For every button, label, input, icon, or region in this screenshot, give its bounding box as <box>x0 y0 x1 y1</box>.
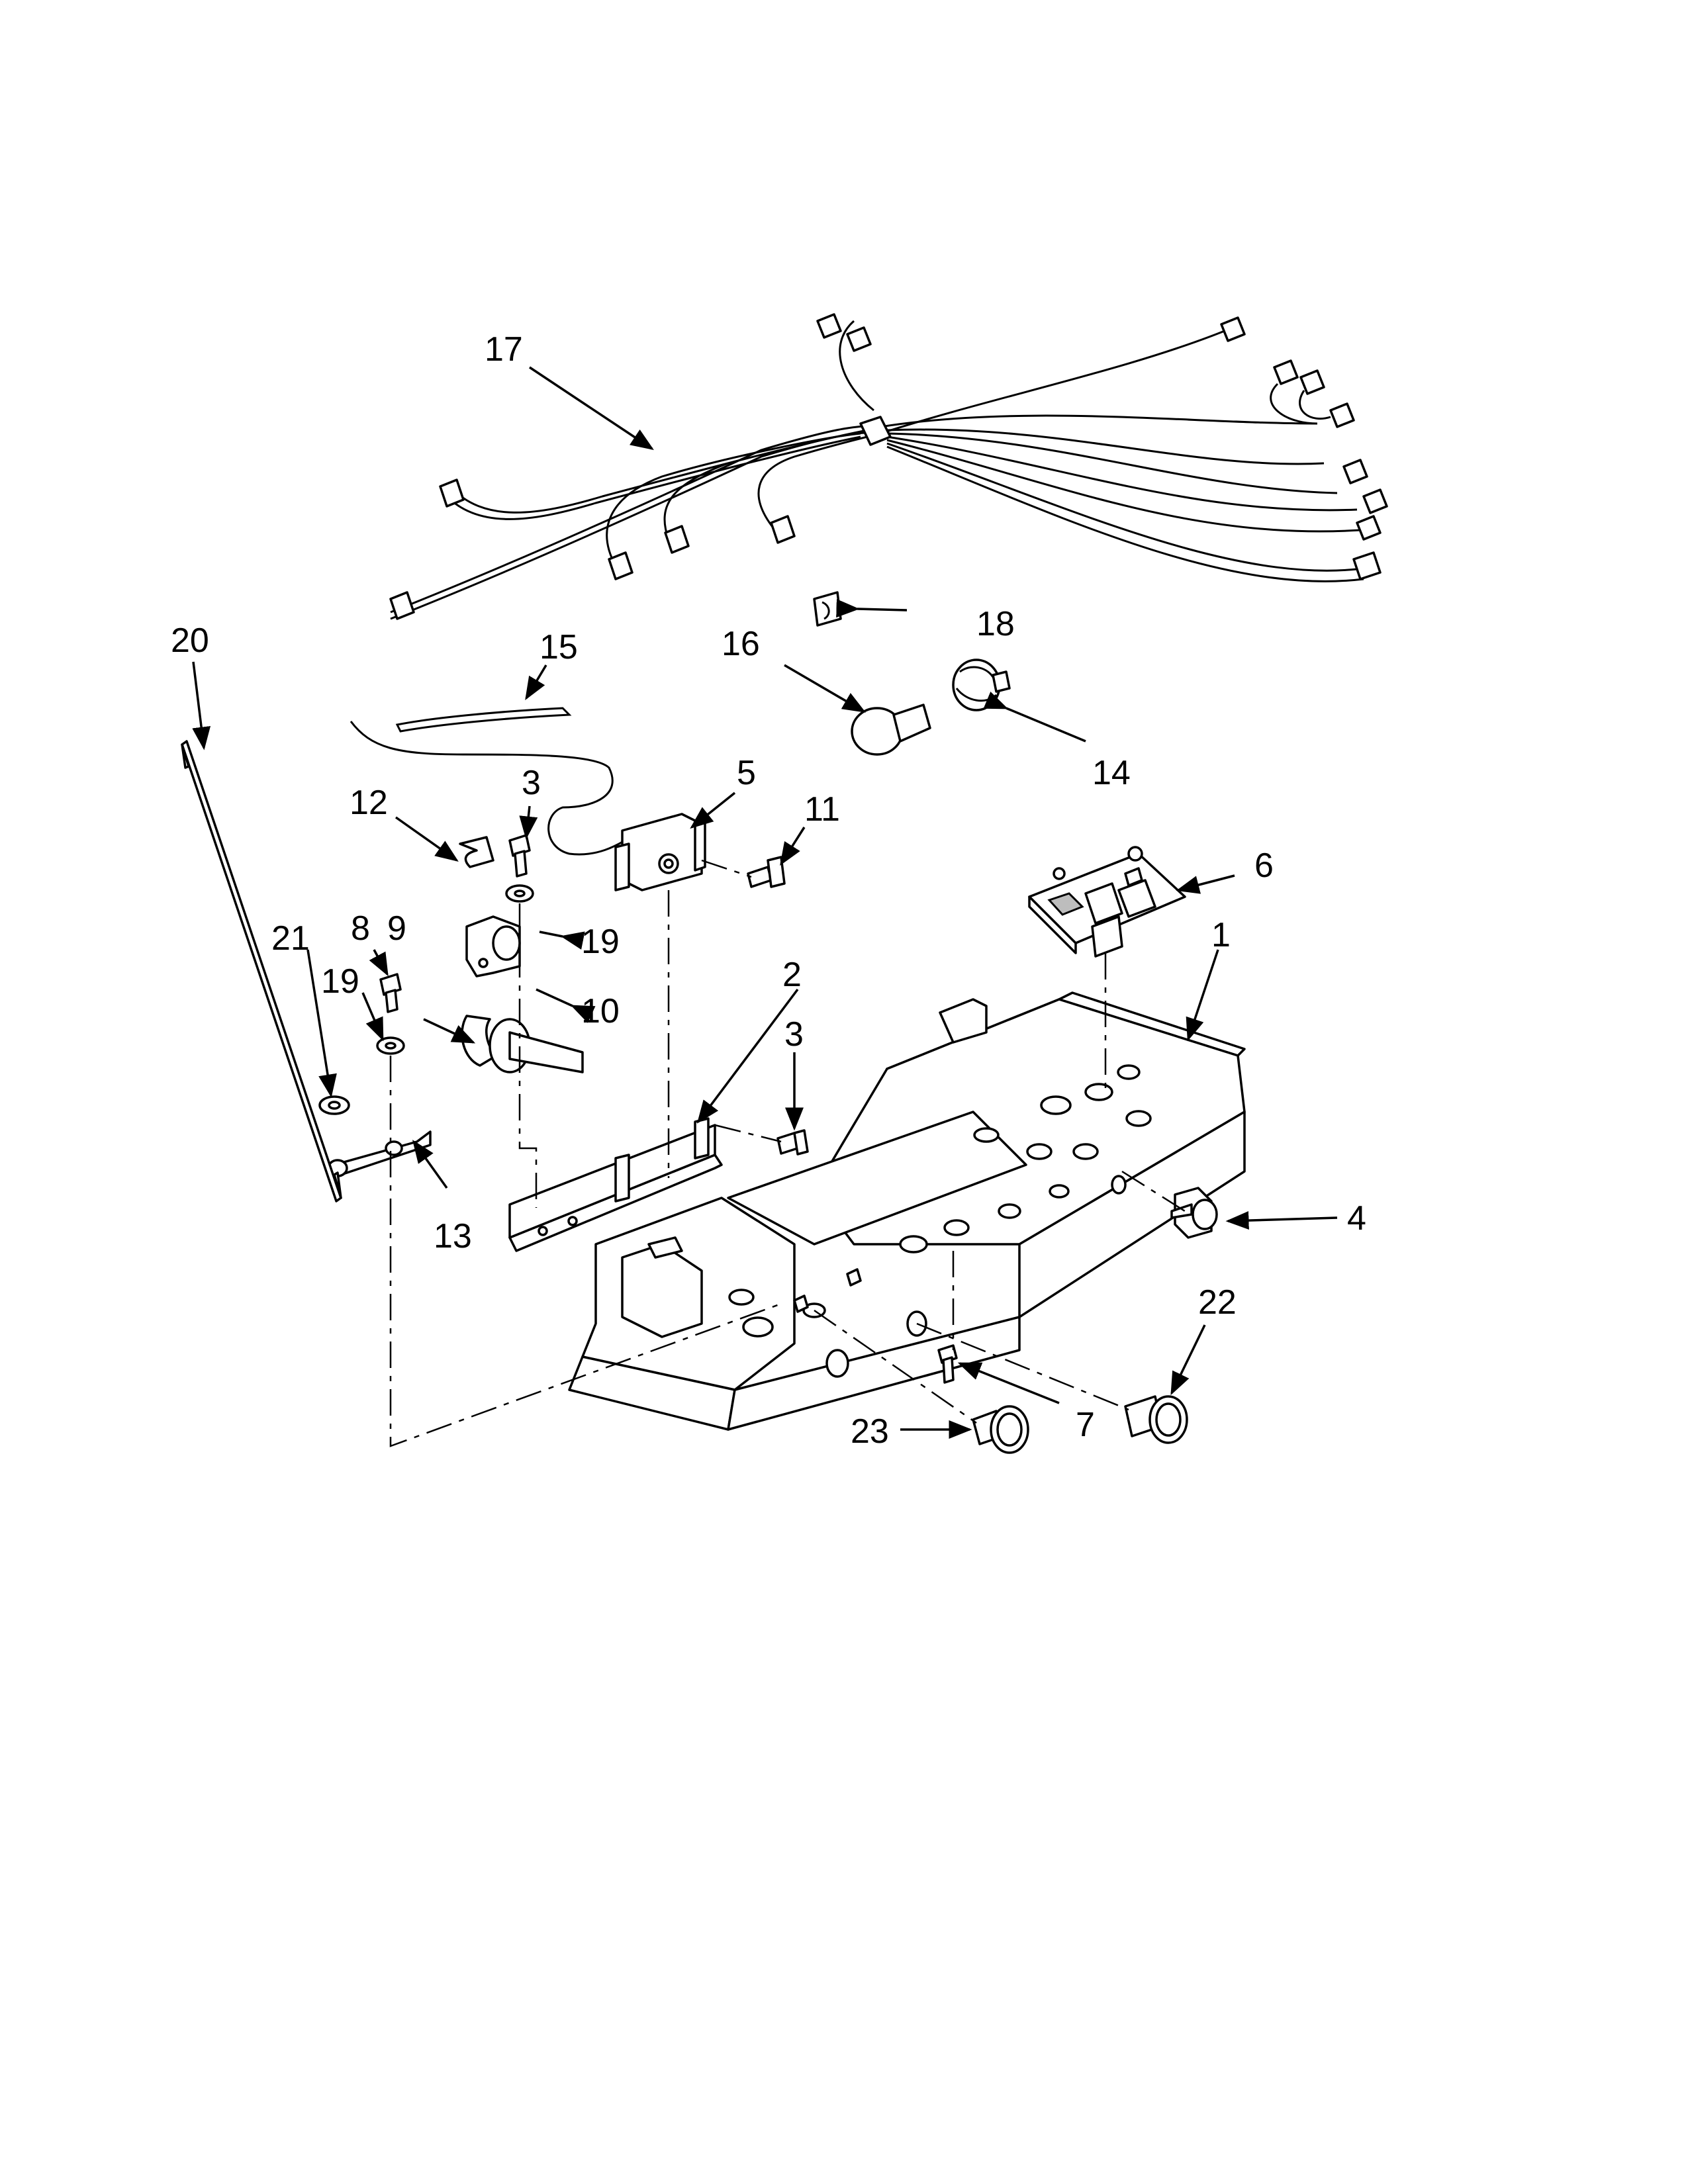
callout-3-upper: 3 <box>522 764 541 802</box>
callout-21: 21 <box>271 919 310 958</box>
screw-3-upper <box>508 834 531 878</box>
callout-15: 15 <box>539 628 578 666</box>
callout-18: 18 <box>976 605 1015 643</box>
control-shaft <box>461 1015 584 1073</box>
control-bracket <box>508 1117 723 1252</box>
wire-harness <box>389 313 1388 620</box>
callout-10: 10 <box>581 992 620 1030</box>
callout-16: 16 <box>722 625 760 663</box>
assembly-lines <box>389 859 1186 1447</box>
leader-lines <box>192 366 1338 1439</box>
callout-7: 7 <box>1076 1406 1095 1444</box>
callout-19-upper: 19 <box>581 923 620 961</box>
washer-19-upper <box>505 884 534 903</box>
screw-8 <box>379 973 402 1013</box>
callout-19-lower: 19 <box>321 962 359 1001</box>
light-bulb <box>851 704 931 756</box>
lamp-lens-23 <box>972 1405 1029 1454</box>
callout-11: 11 <box>804 790 840 829</box>
bulb-socket <box>952 659 1011 711</box>
bracket-10 <box>465 915 521 978</box>
callout-8: 8 <box>351 909 370 948</box>
callout-22: 22 <box>1198 1283 1237 1322</box>
washer-19-lower <box>376 1036 405 1055</box>
control-rod <box>181 740 342 1203</box>
callout-13: 13 <box>434 1217 472 1255</box>
callout-12: 12 <box>350 784 388 822</box>
thermostat-control <box>614 813 706 891</box>
callout-9: 9 <box>387 909 406 948</box>
screw-3-lower <box>776 1129 809 1156</box>
callout-3-lower: 3 <box>784 1015 804 1054</box>
switch-knob <box>1170 1187 1218 1239</box>
clip-12 <box>459 836 494 868</box>
callout-2: 2 <box>782 956 802 994</box>
control-board <box>1028 846 1186 958</box>
control-housing <box>568 991 1246 1431</box>
callout-1: 1 <box>1211 916 1231 954</box>
callout-4: 4 <box>1347 1199 1366 1238</box>
lever-arm <box>327 1130 432 1177</box>
callout-14: 14 <box>1092 754 1131 792</box>
callout-20: 20 <box>171 621 209 660</box>
callout-6: 6 <box>1254 846 1274 885</box>
lamp-lens-22 <box>1124 1395 1188 1444</box>
screw-11 <box>747 856 786 888</box>
callout-5: 5 <box>737 754 756 792</box>
bulb-clip <box>813 591 842 627</box>
screw-7 <box>937 1344 958 1384</box>
callout-23: 23 <box>851 1412 889 1451</box>
capillary-tube <box>350 707 636 856</box>
callout-17: 17 <box>485 330 523 369</box>
washer-21 <box>318 1095 350 1115</box>
